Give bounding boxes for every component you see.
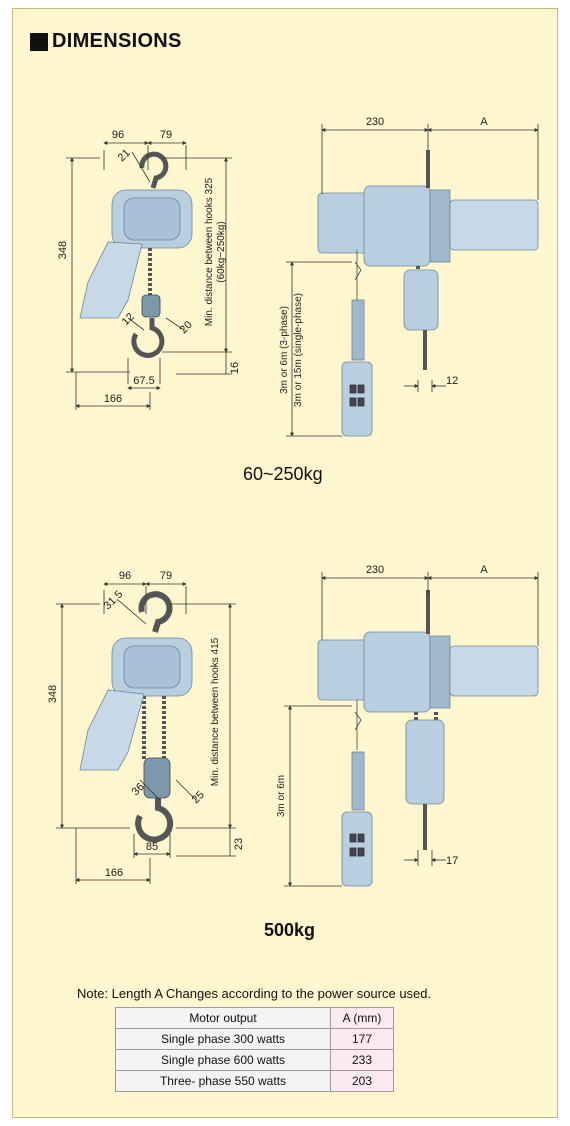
min-distance-sub-label: (60kg~250kg) xyxy=(216,221,227,282)
page-panel xyxy=(12,8,558,1118)
dim-label: 20 xyxy=(178,319,195,336)
note-text: Note: Length A Changes according to the … xyxy=(77,986,432,1001)
min-distance-label: Min. distance between hooks 325 xyxy=(204,177,215,326)
table-cell: Three- phase 550 watts xyxy=(115,1070,331,1092)
lift-label: 3m or 6m xyxy=(276,775,287,817)
dim-label: 166 xyxy=(104,393,122,405)
table-header-row: Motor output A (mm) xyxy=(115,1007,394,1029)
table-cell: Single phase 300 watts xyxy=(115,1028,331,1050)
dim-label: 67.5 xyxy=(133,375,154,387)
dim-label: 17 xyxy=(446,855,458,867)
table-cell: 177 xyxy=(330,1028,394,1050)
dim-label: 12 xyxy=(446,375,458,387)
table-row: Three- phase 550 watts 203 xyxy=(115,1070,394,1092)
dim-label: 79 xyxy=(160,570,172,582)
dim-label: 31.5 xyxy=(102,588,126,612)
dim-label: 166 xyxy=(105,867,123,879)
table-header: Motor output xyxy=(115,1007,331,1029)
hoist-side-view-small xyxy=(317,150,539,437)
table-row: Single phase 600 watts 233 xyxy=(115,1049,394,1071)
hoist-side-view-large xyxy=(317,590,539,887)
dim-label: 230 xyxy=(366,116,384,128)
min-distance-label: Min. distance between hooks 415 xyxy=(210,637,221,786)
dim-label: 21 xyxy=(116,147,133,164)
lift-label: 3m or 6m (3-phase) xyxy=(279,306,290,394)
motor-output-table: Motor output A (mm) Single phase 300 wat… xyxy=(115,1007,394,1092)
dim-label: 16 xyxy=(229,362,241,374)
dim-label: 348 xyxy=(47,685,59,703)
hoist-front-view-small xyxy=(79,151,193,358)
dim-label: 85 xyxy=(146,841,158,853)
table-row: Single phase 300 watts 177 xyxy=(115,1028,394,1050)
dim-label: 230 xyxy=(366,564,384,576)
dim-label: 23 xyxy=(233,838,245,850)
table-header: A (mm) xyxy=(330,1007,394,1029)
dim-label: 96 xyxy=(119,570,131,582)
capacity-caption-2: 500kg xyxy=(264,920,316,940)
dim-label: 12 xyxy=(120,311,137,328)
dim-label: 96 xyxy=(112,129,124,141)
dim-label: 348 xyxy=(57,241,69,259)
dim-label: A xyxy=(480,116,488,128)
capacity-caption-1: 60~250kg xyxy=(243,464,323,484)
table-cell: 203 xyxy=(330,1070,394,1092)
section-heading: DIMENSIONS xyxy=(30,30,182,53)
dim-label: A xyxy=(480,564,488,576)
heading-square-icon xyxy=(30,32,48,51)
hoist-front-view-large xyxy=(79,591,193,843)
dim-label: 25 xyxy=(190,789,207,806)
dim-label: 79 xyxy=(160,129,172,141)
page-title: DIMENSIONS xyxy=(52,30,182,52)
table-cell: 233 xyxy=(330,1049,394,1071)
lift-label: 3m or 15m (single-phase) xyxy=(293,293,304,407)
table-cell: Single phase 600 watts xyxy=(115,1049,331,1071)
